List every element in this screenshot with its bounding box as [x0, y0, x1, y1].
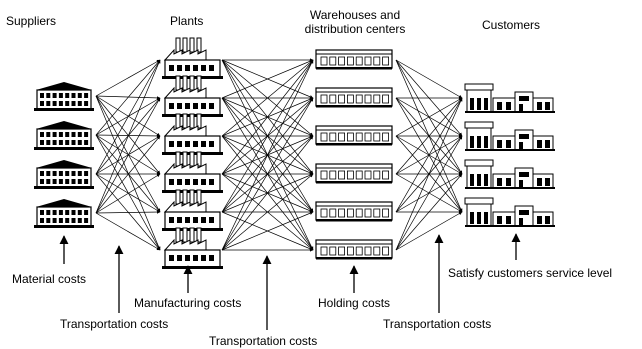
factory-icon	[162, 227, 223, 269]
warehouse-icon	[315, 49, 393, 70]
store-icon	[464, 159, 555, 189]
holding-costs-label: Holding costs	[318, 296, 391, 310]
flow-edge	[95, 173, 161, 213]
warehouse-icon	[315, 163, 393, 184]
supplier-building-icon	[34, 160, 94, 189]
flow-edge	[221, 211, 314, 251]
flow-edge	[395, 59, 463, 99]
flow-edge	[221, 97, 314, 251]
header-warehouses-line2: distribution centers	[304, 22, 406, 36]
flow-edge	[221, 173, 314, 251]
header-warehouses-line1: Warehouses and	[309, 8, 401, 22]
flow-edge	[395, 173, 463, 251]
header-plants: Plants	[170, 14, 204, 28]
flow-edge	[395, 97, 463, 251]
supplier-building-icon	[34, 121, 94, 150]
flow-edge	[95, 95, 161, 137]
flow-edge	[95, 59, 161, 175]
cost-arrows	[59, 233, 521, 330]
transportation-costs-label-2: Transportation costs	[209, 334, 318, 348]
flow-edge	[221, 59, 314, 175]
header-suppliers: Suppliers	[6, 14, 57, 28]
network-edges	[95, 58, 463, 252]
flow-edge	[221, 135, 314, 251]
flow-edge	[221, 59, 314, 213]
flow-edge	[95, 210, 161, 214]
supplier-building-icon	[34, 82, 94, 111]
warehouse-icon	[315, 125, 393, 146]
manufacturing-costs-label: Manufacturing costs	[134, 296, 242, 310]
flow-edge	[95, 134, 161, 251]
network-nodes	[34, 37, 555, 269]
flow-edge	[95, 95, 161, 175]
flow-edge	[95, 59, 161, 97]
material-costs-label: Material costs	[12, 272, 87, 286]
flow-edge	[95, 173, 161, 214]
factory-icon	[162, 37, 223, 79]
warehouse-icon	[315, 201, 393, 222]
flow-edge	[95, 59, 161, 136]
factory-icon	[162, 113, 223, 155]
supplier-building-icon	[34, 199, 94, 228]
factory-icon	[162, 75, 223, 117]
flow-edge	[95, 134, 161, 175]
store-icon	[464, 197, 555, 227]
store-icon	[464, 121, 555, 151]
flow-edge	[395, 97, 463, 137]
header-warehouses: Warehouses and distribution centers	[290, 8, 420, 36]
service-level-label: Satisfy customers service level	[448, 266, 613, 280]
flow-edge	[95, 134, 161, 213]
transportation-costs-label-1: Transportation costs	[60, 317, 169, 331]
flow-edge	[95, 212, 161, 251]
flow-edge	[221, 59, 314, 137]
flow-edge	[95, 97, 161, 214]
flow-edge	[221, 59, 314, 99]
factory-icon	[162, 189, 223, 231]
flow-edge	[395, 97, 463, 213]
transportation-costs-label-3: Transportation costs	[383, 317, 492, 331]
flow-edge	[395, 211, 463, 251]
flow-edge	[95, 59, 161, 214]
header-customers: Customers	[482, 18, 541, 32]
flow-edge	[221, 59, 314, 251]
warehouse-icon	[315, 239, 393, 260]
flow-edge	[395, 97, 463, 175]
flow-edge	[95, 95, 161, 213]
warehouse-icon	[315, 87, 393, 108]
flow-edge	[95, 135, 161, 214]
store-icon	[464, 83, 555, 113]
flow-edge	[395, 135, 463, 251]
factory-icon	[162, 151, 223, 193]
